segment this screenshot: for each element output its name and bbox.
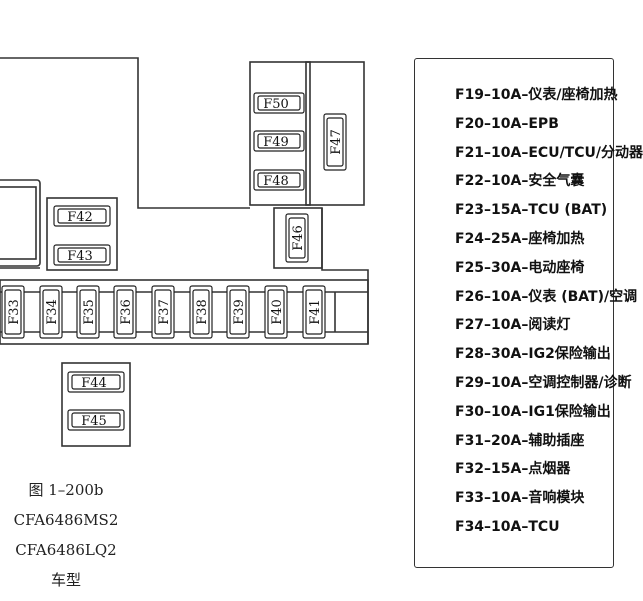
svg-text:F39: F39 <box>232 299 247 325</box>
fuse-f40: F40 <box>264 285 288 339</box>
legend-item: F31–20A–辅助插座 <box>455 432 585 449</box>
enclosure-outline <box>0 57 250 209</box>
svg-text:F49: F49 <box>263 135 289 150</box>
f46-holder <box>273 207 323 269</box>
fuse-f33: F33 <box>1 285 25 339</box>
legend-item: F34–10A–TCU <box>455 518 560 535</box>
svg-text:F48: F48 <box>263 174 289 189</box>
upper-relay-bank <box>249 61 311 206</box>
svg-text:F45: F45 <box>81 414 107 429</box>
fuse-f35: F35 <box>76 285 100 339</box>
legend-item: F26–10A–仪表 (BAT)/空调 <box>455 288 638 305</box>
svg-text:F44: F44 <box>81 376 107 391</box>
fuse-f50: F50 <box>253 92 305 114</box>
fuse-f47: F47 <box>323 113 347 171</box>
model-suffix: 车型 <box>50 571 81 589</box>
legend-item: F32–15A–点烟器 <box>455 461 571 478</box>
legend-item: F33–10A–音响模块 <box>455 490 585 507</box>
fuse-f38: F38 <box>189 285 213 339</box>
left-relay <box>0 179 41 267</box>
legend-item: F21–10A–ECU/TCU/分动器 <box>455 144 643 161</box>
fuse-f36: F36 <box>113 285 137 339</box>
legend-item: F24–25A–座椅加热 <box>455 230 585 247</box>
fuse-box-diagram: F50 F49 F48 F42 F43 F44 F45 F <box>0 57 369 447</box>
fuse-f45: F45 <box>67 409 125 431</box>
fuse-f42: F42 <box>53 205 111 227</box>
model-code-2: CFA6486LQ2 <box>15 541 117 559</box>
svg-text:F43: F43 <box>67 249 93 264</box>
fuse-f44: F44 <box>67 371 125 393</box>
fuse-f41: F41 <box>302 285 326 339</box>
fuse-f49: F49 <box>253 130 305 152</box>
figure-caption: 图 1–200b CFA6486MS2 CFA6486LQ2 车型 <box>0 475 132 595</box>
figure-number: 图 1–200b <box>28 481 104 499</box>
legend-item: F22–10A–安全气囊 <box>455 173 585 190</box>
fuse-f46: F46 <box>285 213 309 263</box>
main-fuse-strip <box>0 279 369 345</box>
legend-item: F27–10A–阅读灯 <box>455 317 571 334</box>
fuse-f37: F37 <box>151 285 175 339</box>
svg-text:F47: F47 <box>329 129 344 155</box>
svg-text:F36: F36 <box>119 299 134 325</box>
svg-text:F41: F41 <box>308 299 323 325</box>
f44-f45-holder <box>61 362 131 447</box>
fuse-f34: F34 <box>39 285 63 339</box>
fuse-legend-list: F19–10A–仪表/座椅加热 F20–10A–EPB F21–10A–ECU/TC… <box>455 81 643 542</box>
svg-text:F38: F38 <box>195 299 210 325</box>
svg-text:F33: F33 <box>7 299 22 325</box>
svg-text:F42: F42 <box>67 210 93 225</box>
svg-text:F37: F37 <box>157 299 172 325</box>
fuse-f48: F48 <box>253 169 305 191</box>
legend-item: F28–30A–IG2保险输出 <box>455 346 611 363</box>
svg-text:F46: F46 <box>291 225 306 251</box>
svg-text:F35: F35 <box>82 299 97 325</box>
legend-item: F23–15A–TCU (BAT) <box>455 202 608 219</box>
f42-f43-holder <box>46 197 118 271</box>
legend-item: F30–10A–IG1保险输出 <box>455 403 611 420</box>
fuse-f43: F43 <box>53 244 111 266</box>
svg-text:F34: F34 <box>45 299 60 325</box>
fuse-f39: F39 <box>226 285 250 339</box>
model-code-1: CFA6486MS2 <box>13 511 119 529</box>
legend-item: F19–10A–仪表/座椅加热 <box>455 87 618 103</box>
legend-item: F20–10A–EPB <box>455 115 559 132</box>
legend-item: F25–30A–电动座椅 <box>455 259 585 276</box>
enclosure-right-edge <box>321 208 369 344</box>
svg-text:F50: F50 <box>263 97 289 112</box>
fuse-legend: F19–10A–仪表/座椅加热 F20–10A–EPB F21–10A–ECU/TC… <box>414 58 643 568</box>
svg-text:F40: F40 <box>270 299 285 325</box>
legend-item: F29–10A–空调控制器/诊断 <box>455 374 632 391</box>
